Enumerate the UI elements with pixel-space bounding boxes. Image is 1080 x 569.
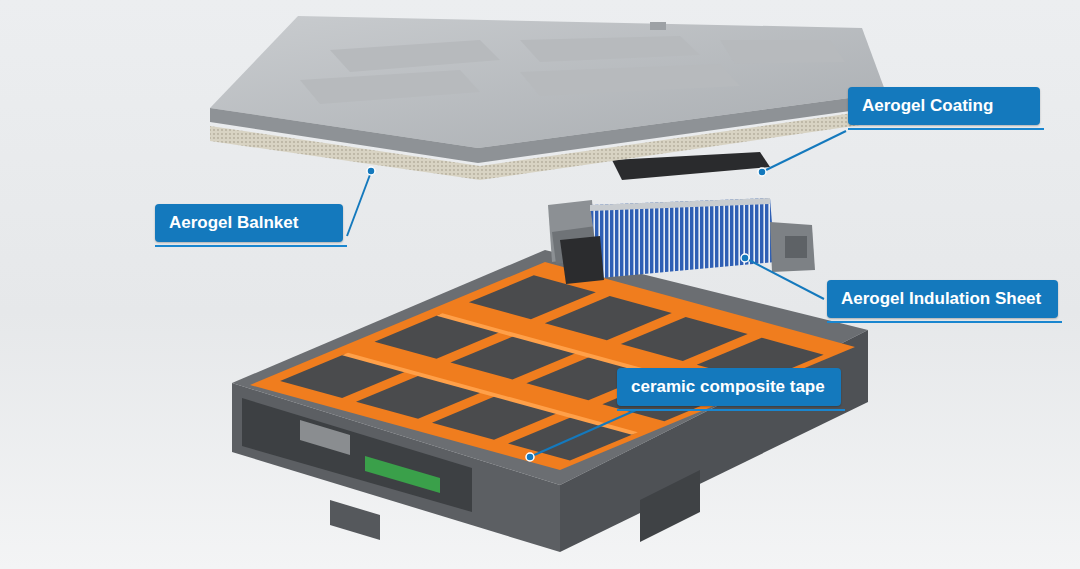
callout-label: Aerogel Coating	[862, 96, 993, 116]
pack-lid	[210, 16, 886, 163]
callout-label: Aerogel Indulation Sheet	[841, 289, 1041, 309]
callout-box: Aerogel Balnket	[155, 204, 343, 242]
ceramic-tape-grid	[250, 262, 855, 470]
callout-box: ceramic composite tape	[617, 368, 841, 406]
callout-box: Aerogel Indulation Sheet	[827, 280, 1058, 318]
battery-module	[548, 198, 815, 284]
callout-box: Aerogel Coating	[848, 87, 1040, 125]
leader-lines	[347, 131, 846, 461]
callout-label: Aerogel Balnket	[169, 213, 298, 233]
callout-label: ceramic composite tape	[631, 377, 825, 397]
battery-tray	[232, 250, 868, 552]
